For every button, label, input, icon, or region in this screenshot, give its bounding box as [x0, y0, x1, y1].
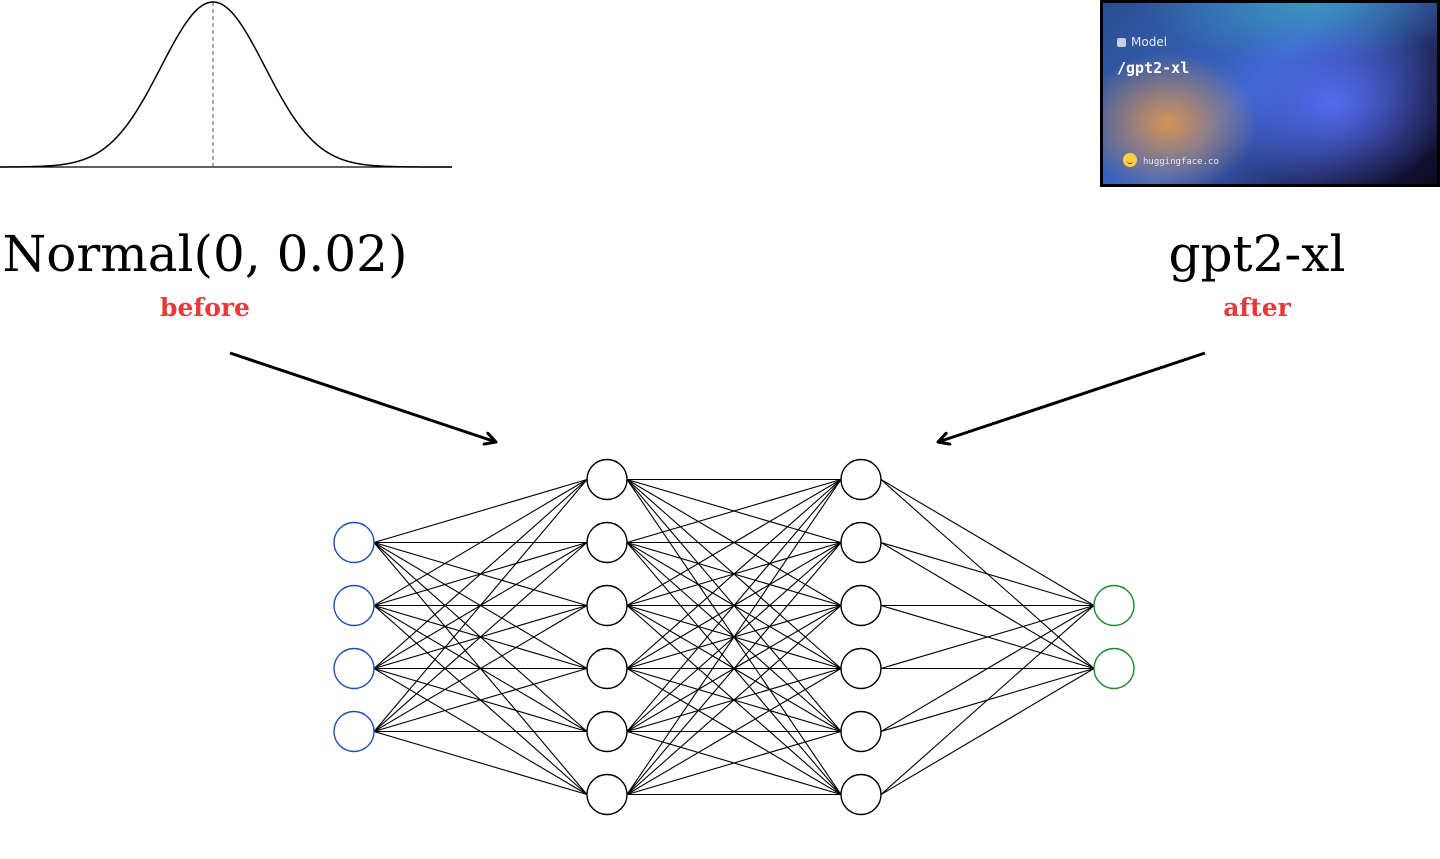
network-edge [626, 479, 842, 669]
input-node [333, 521, 375, 564]
before-label: before [160, 293, 250, 322]
network-edge [626, 730, 842, 796]
network-edge [626, 479, 842, 732]
hidden-1-node [586, 710, 628, 753]
model-card-site: huggingface.co [1123, 153, 1219, 167]
hidden-2-node [840, 584, 882, 627]
network-nodes [333, 458, 1135, 816]
hidden-2-node [840, 647, 882, 690]
network-edge [880, 605, 1095, 795]
network-edge [373, 730, 588, 796]
network-edge [373, 605, 588, 732]
output-node [1093, 647, 1135, 690]
model-card-kind-text: Model [1131, 35, 1168, 49]
network-edge [626, 478, 842, 544]
hidden-2-node [840, 773, 882, 816]
hidden-2-node [840, 710, 882, 753]
hidden-2-node [840, 521, 882, 564]
input-node [333, 710, 375, 753]
model-card-site-text: huggingface.co [1143, 157, 1219, 167]
hidden-1-node [586, 773, 628, 816]
hidden-1-node [586, 584, 628, 627]
network-edges [373, 478, 1095, 796]
network-edge [373, 479, 588, 732]
normal-distribution-plot [0, 1, 453, 168]
network-edge [626, 605, 842, 795]
arrows [229, 351, 1206, 442]
hugging-face-icon [1123, 153, 1137, 167]
hidden-1-node [586, 458, 628, 501]
cube-icon [1117, 38, 1126, 47]
network-edge [880, 479, 1095, 606]
network-edge [373, 667, 588, 733]
model-label: gpt2-xl [1168, 225, 1346, 283]
network-edge [880, 668, 1095, 795]
model-card-name: /gpt2-xl [1117, 59, 1190, 77]
model-card[interactable]: Model /gpt2-xl huggingface.co [1100, 0, 1440, 187]
input-node [333, 584, 375, 627]
model-card-kind: Model [1117, 35, 1167, 49]
output-node [1093, 584, 1135, 627]
network-edge [626, 668, 842, 795]
after-arrow [938, 351, 1206, 442]
network-edge [880, 605, 1095, 732]
input-node [333, 647, 375, 690]
hidden-1-node [586, 647, 628, 690]
network-edge [373, 479, 588, 606]
before-arrow [229, 351, 496, 442]
after-label: after [1223, 293, 1291, 322]
distribution-curve [0, 1, 453, 168]
network-edge [373, 542, 588, 732]
distribution-label: Normal(0, 0.02) [2, 225, 408, 283]
network-edge [626, 479, 842, 795]
network-edge [626, 542, 842, 795]
network-edge [880, 541, 1095, 607]
network-edge [373, 479, 588, 669]
network-edge [373, 478, 588, 544]
hidden-2-node [840, 458, 882, 501]
hidden-1-node [586, 521, 628, 564]
network-edge [626, 479, 842, 606]
network-edge [880, 604, 1095, 670]
